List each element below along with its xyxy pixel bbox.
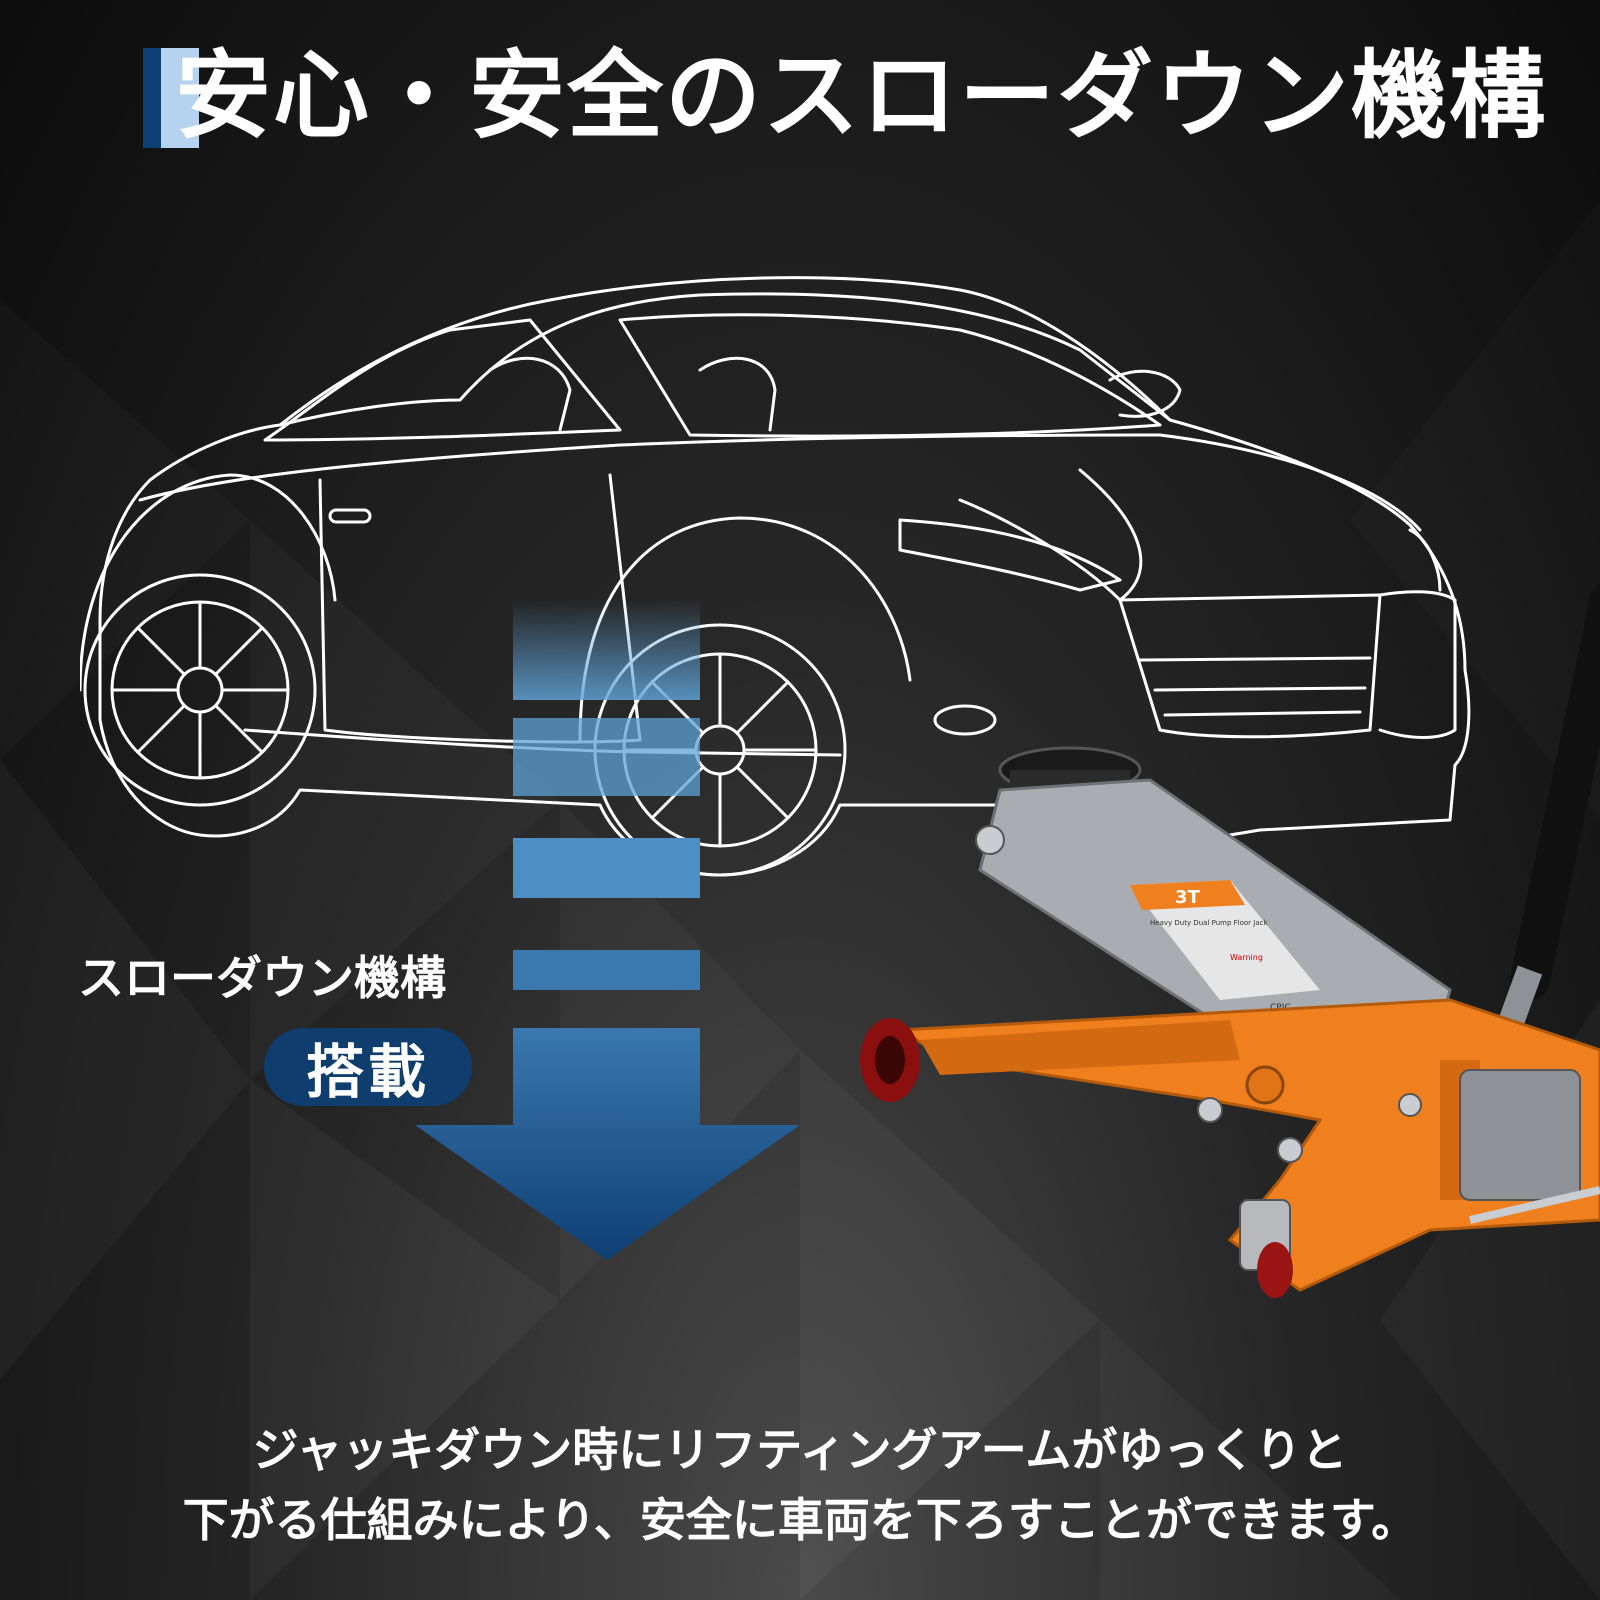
car-outline-illustration [80,276,1471,877]
title-accent-bar [143,48,161,148]
description-line-2: 下がる仕組みにより、安全に車両を下ろすことができます。 [182,1493,1418,1547]
page-title: 安心・安全のスローダウン機構 [175,39,1547,152]
description: ジャッキダウン時にリフティングアームがゆっくりと 下がる仕組みにより、安全に車両… [0,1415,1600,1555]
description-line-1: ジャッキダウン時にリフティングアームがゆっくりと [252,1423,1348,1477]
product-warning-text: Warning [1230,953,1263,962]
feature-badge: 搭載 [264,1028,472,1106]
feature-label: スローダウン機構 [78,951,446,1005]
product-capacity-text: 3T [1175,887,1201,908]
product-subtitle-text: Heavy Duty Dual Pump Floor Jack [1150,919,1268,927]
title-accent-bar-light [161,48,199,148]
